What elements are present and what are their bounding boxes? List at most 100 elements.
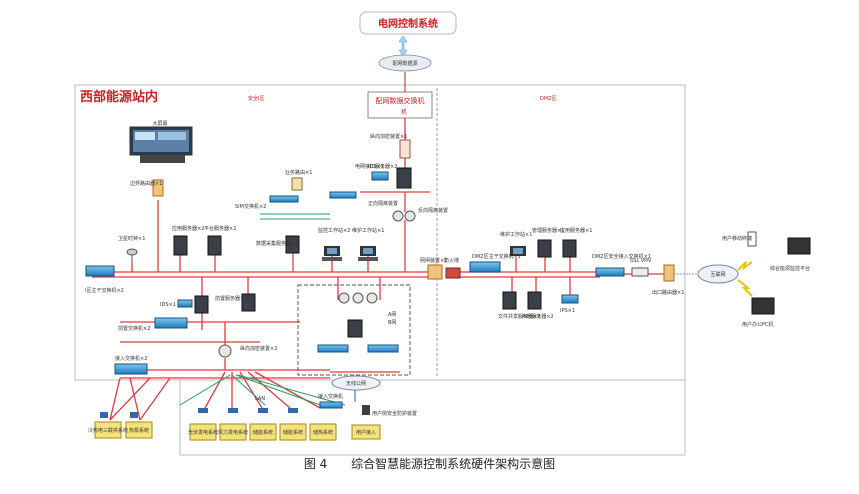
sec-switch-a-icon (392, 210, 404, 222)
big-screen-label: 大屏幕 (152, 120, 167, 127)
sec-switch-b-icon (404, 210, 416, 222)
aim-server-icon (527, 291, 542, 310)
grid-data-switch-box (367, 91, 433, 119)
front-server-label: 前置服务器×2 (215, 295, 247, 302)
caption-text: 综合智慧能源控制系统硬件架构示意图 (351, 457, 556, 471)
system-box-2 (125, 421, 153, 439)
maint-workstation-icon (358, 246, 378, 261)
wireless-bolt-icon (737, 261, 753, 271)
dmz-access-switch-label: DMZ区安全接入交换机×1 (592, 253, 651, 260)
aim-server-label: AIM服务器×2 (522, 313, 554, 320)
edge-router-label: 边界路由器×1 (130, 180, 162, 187)
monitor-workstation-icon (322, 246, 342, 261)
internet-label: 互联网 (710, 271, 725, 278)
ids-mid-label: IDS×1 (160, 302, 176, 308)
ips-icon (561, 294, 579, 304)
user-pc-label: 用户办公PC机 (742, 321, 774, 328)
mobile-user-label: 用户移动终端 (722, 235, 752, 242)
app-server-icon (173, 235, 188, 256)
remote-monitor-icon (787, 237, 811, 255)
access-switch-icon (114, 363, 148, 375)
system-box-6 (279, 423, 307, 441)
a-b-network-box (297, 284, 411, 376)
platform-server-icon (207, 235, 222, 256)
ab-network-label-a: A网 (388, 312, 396, 318)
bottom-access-switch-label: 接入交换机 (318, 393, 343, 400)
dmz-core-switch-icon (469, 261, 501, 273)
sat-clock-label: 卫星时钟×1 (118, 235, 145, 242)
lan-label: LAN (255, 396, 265, 402)
grid-gateway-cloud (378, 54, 432, 72)
system-box-7 (309, 423, 337, 441)
manage-server-label: 管理服务器×1 (532, 227, 564, 234)
rtu-icon-4 (228, 408, 238, 413)
manage-server-icon (537, 239, 552, 258)
isolation-mid-label: 纵向加密装置×2 (240, 345, 277, 352)
grid-data-switch-label: 配网数据交换机 (376, 96, 425, 105)
gateway-device-label: 网闸装置×1 (420, 257, 447, 264)
wireless-bolt-2-icon (737, 279, 753, 297)
system-label-3: 光伏发电系统 (188, 429, 218, 436)
grid-interface-server-label: 电网接口服务器×2 (355, 163, 397, 170)
data-collect-server-icon (285, 235, 300, 254)
user-security-label: 用户侧安全防护装置 (372, 410, 417, 417)
platform-server-label: 平台服务器×2 (204, 225, 236, 232)
dmz-maint-ws-label: 维护工作站×1 (500, 231, 532, 238)
file-server-icon (502, 291, 517, 310)
rtu-icon-1 (100, 412, 108, 418)
rtu-icon-6 (288, 408, 298, 413)
system-box-4 (219, 423, 247, 441)
dmz-maint-ws-icon (510, 246, 526, 256)
core-switch-icon (85, 265, 115, 277)
isolation-top-label: 纵向加密装置×1 (370, 133, 407, 140)
dmz-access-switch-icon (595, 267, 625, 277)
system-label-7: 储热系统 (313, 429, 333, 436)
isolation-mid-icon (218, 344, 232, 358)
system-label-1: 冷热电三联供系统 (88, 427, 128, 434)
big-screen-icon (129, 126, 193, 163)
firewall-icon (445, 267, 461, 279)
sec-switch-a-label: 正向隔离装置 (368, 200, 398, 207)
ab-network-label-b: B网 (388, 320, 396, 326)
user-security-icon (362, 405, 370, 415)
satellite-clock-icon (126, 248, 138, 262)
zone-safe-label: 安全I区 (248, 95, 264, 102)
caption-number: 图 4 (303, 457, 328, 471)
dmz-core-switch-label: DMZ区主干交换机×2 (472, 253, 521, 260)
ab-switch-a-icon (338, 292, 350, 304)
internet-cloud (697, 264, 739, 284)
grid-control-box (359, 11, 457, 35)
exit-router-icon (663, 264, 675, 282)
svg-text:机: 机 (401, 108, 407, 116)
dmz-app-server-label: 应用服务器×1 (560, 227, 592, 234)
ab-switch-b-icon (352, 292, 364, 304)
figure-caption: 图 4 综合智慧能源控制系统硬件架构示意图 (0, 455, 859, 472)
data-collect-server-label: 数据采集服务器×2 (256, 240, 298, 247)
zone-dmz-label: DMZ区 (540, 96, 557, 102)
front-switch-label: 前置交换机×2 (118, 325, 150, 332)
sim-switch-icon (269, 195, 299, 203)
system-label-6: 储能系统 (283, 429, 303, 436)
system-label-2: 热泵系统 (129, 427, 149, 434)
ids-top-label: IDS×1 (368, 164, 384, 170)
rtu-icon-5 (258, 408, 268, 413)
system-label-5: 储能系统 (253, 429, 273, 436)
monitor-ws-label: 监控工作站×2 (318, 227, 350, 234)
user-access-box (351, 424, 381, 440)
edge-router-icon (152, 179, 164, 197)
front-server-icon-b (241, 293, 256, 312)
station-boundary-lower (179, 380, 686, 456)
bottom-access-switch-icon (319, 401, 343, 409)
grid-interface-server-icon (396, 167, 412, 189)
ab-switch-icon (317, 344, 349, 353)
ids-mid-icon (177, 299, 193, 308)
business-router-icon (291, 177, 303, 191)
rtu-icon-3 (198, 408, 208, 413)
exit-router-label: 出口路由器×1 (652, 289, 684, 296)
ab-server-icon (347, 319, 363, 338)
core-switch-label: I区主干交换机×2 (85, 287, 124, 294)
remote-platform-label: 综合能源监控平台 (770, 265, 810, 272)
wireless-net-label: 无线公网 (346, 380, 366, 387)
rtu-icon-2 (130, 412, 138, 418)
